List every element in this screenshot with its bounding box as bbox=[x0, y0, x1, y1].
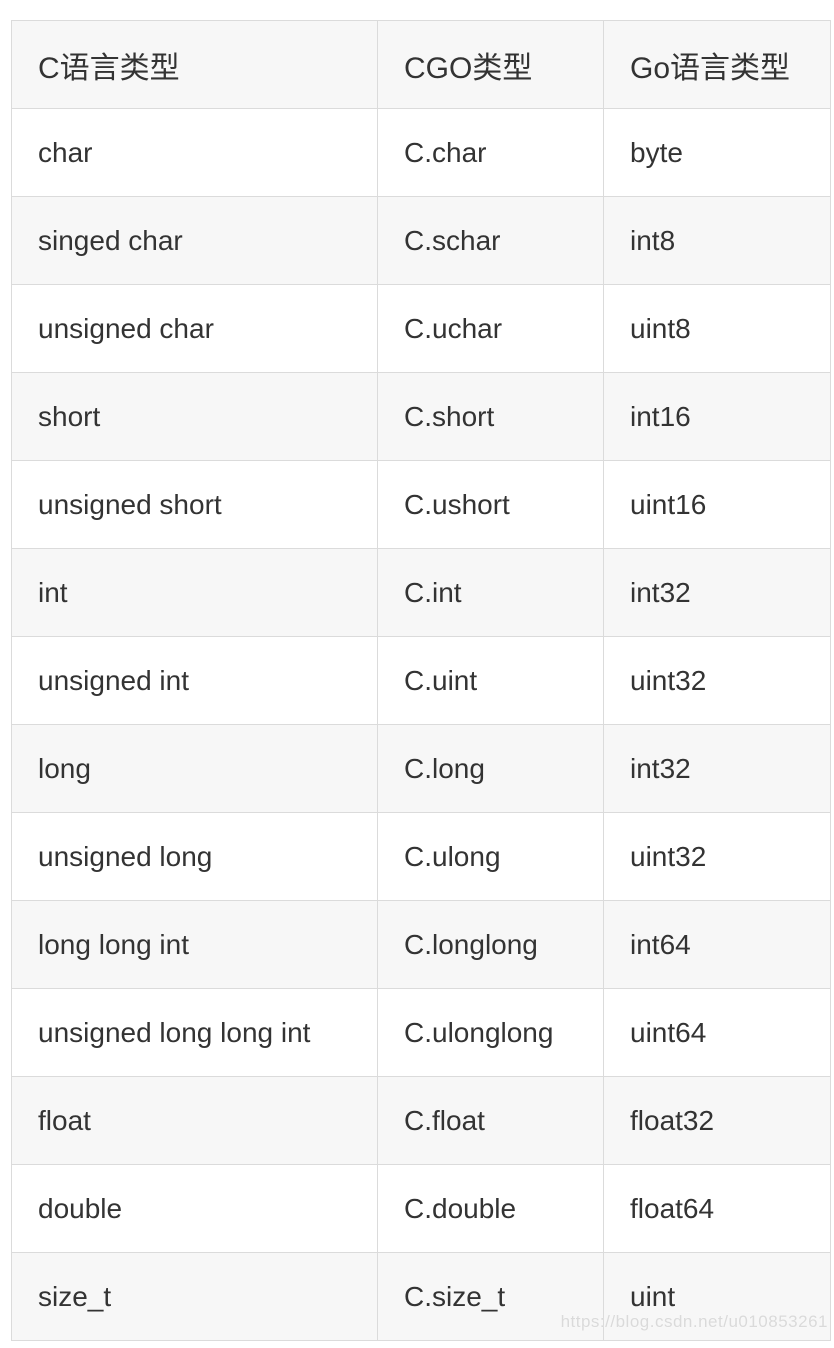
table-cell: uint32 bbox=[603, 636, 831, 725]
table-cell: size_t bbox=[11, 1252, 378, 1341]
table-cell: byte bbox=[603, 108, 831, 197]
table-cell: uint8 bbox=[603, 284, 831, 373]
table-cell: long bbox=[11, 724, 378, 813]
table-cell: double bbox=[11, 1164, 378, 1253]
table-cell: int32 bbox=[603, 548, 831, 637]
table-cell: C.long bbox=[377, 724, 604, 813]
table-cell: C.ulonglong bbox=[377, 988, 604, 1077]
table-cell: C.short bbox=[377, 372, 604, 461]
table-cell: uint32 bbox=[603, 812, 831, 901]
column-header: C语言类型 bbox=[11, 20, 378, 109]
table-cell: int8 bbox=[603, 196, 831, 285]
table-cell: C.ushort bbox=[377, 460, 604, 549]
table-cell: short bbox=[11, 372, 378, 461]
table-cell: C.longlong bbox=[377, 900, 604, 989]
table-cell: C.uchar bbox=[377, 284, 604, 373]
table-cell: C.uint bbox=[377, 636, 604, 725]
table-cell: uint16 bbox=[603, 460, 831, 549]
table-cell: int bbox=[11, 548, 378, 637]
table-cell: unsigned int bbox=[11, 636, 378, 725]
table-cell: C.double bbox=[377, 1164, 604, 1253]
table-cell: int32 bbox=[603, 724, 831, 813]
table-cell: float bbox=[11, 1076, 378, 1165]
table-cell: singed char bbox=[11, 196, 378, 285]
table-cell: C.ulong bbox=[377, 812, 604, 901]
table-cell: int16 bbox=[603, 372, 831, 461]
table-cell: C.char bbox=[377, 108, 604, 197]
table-cell: unsigned char bbox=[11, 284, 378, 373]
table-cell: C.schar bbox=[377, 196, 604, 285]
table-cell: uint64 bbox=[603, 988, 831, 1077]
table-cell: C.int bbox=[377, 548, 604, 637]
column-header: CGO类型 bbox=[377, 20, 604, 109]
table-cell: C.size_t bbox=[377, 1252, 604, 1341]
table-cell: long long int bbox=[11, 900, 378, 989]
table-cell: unsigned short bbox=[11, 460, 378, 549]
table-cell: uint bbox=[603, 1252, 831, 1341]
table-cell: int64 bbox=[603, 900, 831, 989]
table-cell: unsigned long long int bbox=[11, 988, 378, 1077]
table-cell: float64 bbox=[603, 1164, 831, 1253]
table-cell: C.float bbox=[377, 1076, 604, 1165]
table-cell: float32 bbox=[603, 1076, 831, 1165]
table-cell: char bbox=[11, 108, 378, 197]
table-cell: unsigned long bbox=[11, 812, 378, 901]
column-header: Go语言类型 bbox=[603, 20, 831, 109]
